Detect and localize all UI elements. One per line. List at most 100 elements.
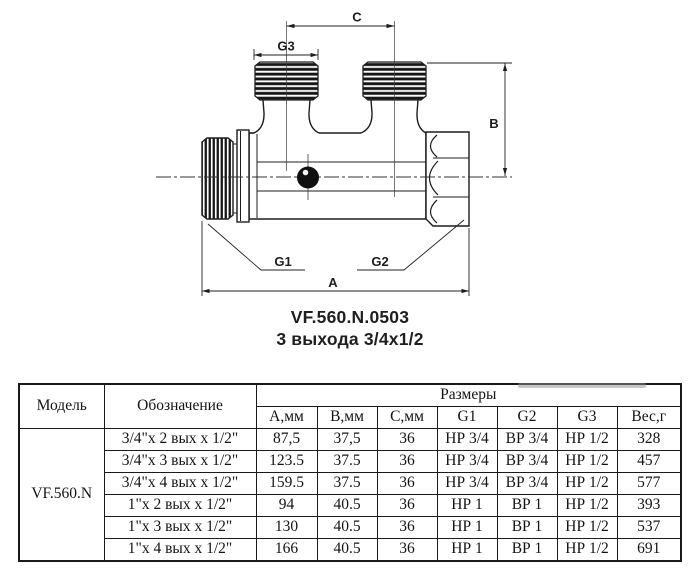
cell-g1: НР 1 xyxy=(436,516,498,540)
cell-designation: 1"х 3 вых х 1/2" xyxy=(103,516,257,540)
col-header-weight: Вес,г xyxy=(616,406,682,430)
dim-c-arrow-right xyxy=(386,23,395,29)
cell-g1: НР 1 xyxy=(436,538,498,562)
dim-g3-label: G3 xyxy=(277,39,294,54)
cell-designation: 3/4"х 2 вых х 1/2" xyxy=(103,428,257,452)
cell-a: 87,5 xyxy=(255,428,318,452)
cell-b: 37.5 xyxy=(316,472,378,496)
scan-artifact-line xyxy=(518,383,646,388)
hex-lobe-bottom xyxy=(429,199,438,224)
cell-g3: НР 1/2 xyxy=(556,428,618,452)
col-header-g1: G1 xyxy=(436,406,498,430)
leader-g2: G2 xyxy=(357,219,465,271)
spec-table: Модель Обозначение Размеры А,мм В,мм С,м… xyxy=(18,383,682,563)
outlet-1-wall-right xyxy=(308,99,320,134)
leader-g2-line xyxy=(357,219,465,271)
cell-weight: 537 xyxy=(616,516,682,540)
cell-c: 36 xyxy=(376,494,438,518)
dim-a-arrow-left xyxy=(202,288,210,294)
outlet-2-wall-right xyxy=(416,99,427,134)
cell-g3: НР 1/2 xyxy=(556,472,618,496)
cell-g1: НР 3/4 xyxy=(436,472,498,496)
cell-weight: 457 xyxy=(616,450,682,474)
dimension-g3: G3 xyxy=(253,39,319,60)
leader-g1: G1 xyxy=(207,223,305,271)
cell-c: 36 xyxy=(376,472,438,496)
cell-b: 40.5 xyxy=(316,538,378,562)
manifold-body xyxy=(248,132,427,220)
cell-weight: 328 xyxy=(616,428,682,452)
inlet-flange xyxy=(236,129,250,223)
cell-c: 36 xyxy=(376,516,438,540)
col-header-a: А,мм xyxy=(255,406,318,430)
side-port-hole xyxy=(297,166,319,189)
cell-g3: НР 1/2 xyxy=(556,516,618,540)
dim-g3-arrow-left xyxy=(254,52,262,58)
cell-a: 166 xyxy=(255,538,318,562)
table-row: 1"х 2 вых х 1/2" 94 40.5 36 НР 1 ВР 1 НР… xyxy=(19,494,682,518)
dim-b-arrow-bottom xyxy=(502,168,508,176)
cell-g1: НР 1 xyxy=(436,494,498,518)
cell-a: 94 xyxy=(255,494,318,518)
cell-a: 123.5 xyxy=(255,450,318,474)
col-header-designation: Обозначение xyxy=(103,383,257,430)
cell-b: 40.5 xyxy=(316,516,378,540)
col-header-g3: G3 xyxy=(556,406,618,430)
inlet-thread-block xyxy=(201,137,234,220)
dimension-c: C xyxy=(286,10,395,29)
dim-c-arrow-left xyxy=(286,23,295,29)
port-hole xyxy=(297,166,319,189)
header-row-2: А,мм В,мм С,мм G1 G2 G3 Вес,г xyxy=(19,406,682,430)
cell-designation: 1"х 4 вых х 1/2" xyxy=(103,538,257,562)
cell-weight: 691 xyxy=(616,538,682,562)
cell-weight: 577 xyxy=(616,472,682,496)
cell-b: 37.5 xyxy=(316,450,378,474)
cell-a: 159.5 xyxy=(255,472,318,496)
table-row: 1"х 3 вых х 1/2" 130 40.5 36 НР 1 ВР 1 Н… xyxy=(19,516,682,540)
cell-g2: ВР 3/4 xyxy=(496,428,558,452)
outlet-1-wall-left xyxy=(253,99,265,134)
cell-designation: 1"х 2 вых х 1/2" xyxy=(103,494,257,518)
cell-c: 36 xyxy=(376,428,438,452)
dim-g1-label: G1 xyxy=(274,254,291,269)
dimension-a: A xyxy=(201,221,470,296)
cell-c: 36 xyxy=(376,538,438,562)
dim-g3-arrow-right xyxy=(310,52,318,58)
product-subtitle: 3 выхода 3/4х1/2 xyxy=(276,329,424,350)
table-row: VF.560.N 3/4"х 2 вых х 1/2" 87,5 37,5 36… xyxy=(18,428,682,562)
cell-b: 37,5 xyxy=(316,428,378,452)
cell-weight: 393 xyxy=(616,494,682,518)
outlet-2-wall-left xyxy=(360,99,373,134)
body-outline xyxy=(248,133,427,220)
cell-a: 130 xyxy=(255,516,318,540)
model-value: VF.560.N xyxy=(18,428,105,562)
col-header-model: Модель xyxy=(18,383,105,430)
cell-g3: НР 1/2 xyxy=(556,538,618,562)
title-block: VF.560.N.0503 3 выхода 3/4х1/2 xyxy=(0,306,700,350)
inlet-male-thread xyxy=(201,129,250,223)
col-header-g2: G2 xyxy=(496,406,558,430)
cell-g1: НР 3/4 xyxy=(436,428,498,452)
cell-g2: ВР 1 xyxy=(496,494,558,518)
port-hole-highlight xyxy=(302,169,309,176)
leader-g1-line xyxy=(207,223,305,271)
hex-lobe-top xyxy=(429,134,438,158)
col-header-b: В,мм xyxy=(316,406,378,430)
table-row: 3/4"х 3 вых х 1/2" 123.5 37.5 36 НР 3/4 … xyxy=(19,450,682,474)
dim-b-label: B xyxy=(489,116,498,131)
col-header-c: С,мм xyxy=(376,406,438,430)
dim-a-label: A xyxy=(328,275,338,290)
manifold-technical-drawing: C G3 B A xyxy=(156,10,512,296)
hex-nut xyxy=(425,131,470,227)
table-row: 1"х 4 вых х 1/2" 166 40.5 36 НР 1 ВР 1 Н… xyxy=(19,538,682,562)
dim-c-label: C xyxy=(352,10,362,25)
cell-g2: ВР 3/4 xyxy=(496,472,558,496)
cell-designation: 3/4"х 4 вых х 1/2" xyxy=(103,472,257,496)
centerlines xyxy=(156,21,512,200)
product-code: VF.560.N.0503 xyxy=(290,307,410,327)
cell-b: 40.5 xyxy=(316,494,378,518)
dimension-b: B xyxy=(427,62,512,176)
hex-lobe-middle xyxy=(428,160,439,196)
hex-outline xyxy=(425,131,470,227)
